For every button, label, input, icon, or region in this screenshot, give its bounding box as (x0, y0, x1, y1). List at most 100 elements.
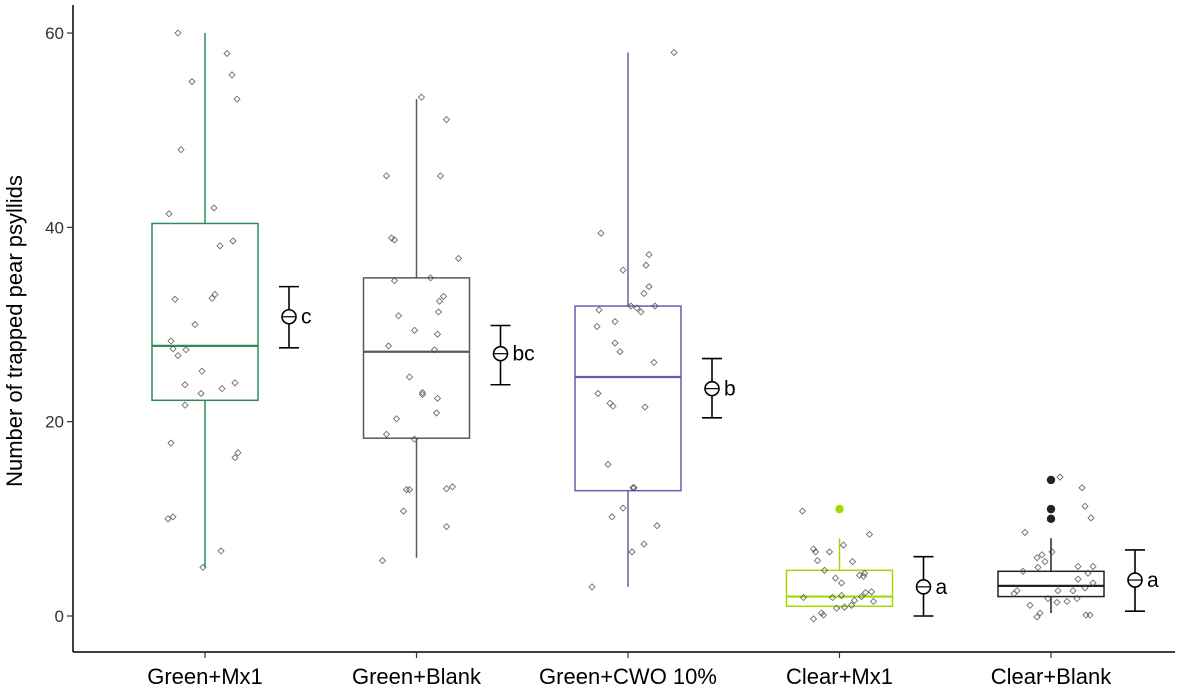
significance-letter: a (1147, 569, 1159, 592)
data-point (387, 234, 396, 242)
box-group (785, 504, 894, 610)
data-point (234, 449, 242, 457)
data-point (1089, 579, 1097, 587)
data-point (177, 145, 185, 154)
data-point (588, 583, 596, 591)
data-point (169, 345, 177, 353)
data-point (399, 507, 408, 515)
data-point (861, 589, 870, 597)
data-point (869, 597, 878, 606)
data-point (433, 394, 442, 402)
data-point (410, 326, 419, 334)
data-point (211, 290, 219, 299)
data-point (627, 302, 635, 310)
significance-letter: c (301, 306, 312, 329)
data-point (231, 453, 239, 462)
data-point (1033, 554, 1041, 562)
data-point (642, 261, 650, 269)
data-point (1019, 567, 1027, 575)
data-point (860, 569, 869, 577)
data-point (1081, 584, 1089, 592)
data-point (229, 237, 237, 245)
data-point (181, 381, 189, 389)
data-point (392, 415, 401, 423)
data-point (630, 484, 638, 492)
data-point (650, 358, 658, 367)
data-point (1053, 598, 1061, 607)
data-point (809, 615, 818, 623)
box-iqr (151, 222, 259, 402)
data-point (417, 93, 426, 101)
data-point (653, 522, 661, 530)
box-iqr (362, 277, 471, 439)
data-point (1044, 594, 1052, 603)
data-point (633, 304, 641, 312)
data-point (1034, 563, 1042, 572)
data-point (855, 571, 864, 579)
significance-letter: bc (513, 343, 535, 366)
data-point (798, 507, 807, 515)
data-point (181, 401, 189, 409)
data-point (1010, 590, 1018, 598)
data-point (169, 513, 177, 521)
data-point (608, 513, 616, 521)
data-point (378, 556, 387, 565)
data-point (593, 322, 601, 331)
box-group (574, 52, 682, 587)
data-point (629, 484, 637, 492)
data-point (390, 277, 399, 285)
data-point (1082, 611, 1090, 619)
data-point (1041, 557, 1049, 566)
point-layer (164, 29, 1097, 623)
data-point (817, 609, 826, 617)
data-point (199, 563, 207, 572)
data-point (606, 399, 614, 407)
data-point (616, 348, 624, 356)
data-point (799, 593, 808, 602)
data-point (670, 48, 678, 57)
data-point (228, 71, 236, 79)
x-tick-label: Green+CWO 10% (539, 664, 717, 689)
data-point (217, 547, 225, 555)
mean-errorbar-group: c (279, 285, 312, 349)
data-point (859, 572, 868, 580)
data-point (609, 402, 617, 410)
data-point (832, 604, 841, 612)
x-tick-label: Clear+Mx1 (786, 664, 893, 689)
data-point (837, 579, 846, 587)
data-point (847, 601, 856, 609)
box-iqr (574, 305, 682, 492)
data-point (848, 557, 857, 566)
y-tick-label: 60 (45, 24, 64, 43)
data-point (405, 486, 414, 494)
y-axis-title: Number of trapped pear psyllids (2, 175, 27, 487)
box-outlier (835, 504, 844, 514)
data-point (1013, 587, 1021, 595)
data-point (651, 302, 659, 310)
data-point (426, 274, 435, 282)
data-point (640, 289, 648, 298)
data-point (410, 435, 419, 443)
data-point (442, 522, 451, 531)
data-point (813, 556, 822, 565)
data-point (811, 548, 820, 556)
data-point (1086, 611, 1094, 619)
mean-errorbar-group: b (702, 357, 736, 419)
data-point (1054, 587, 1062, 595)
data-point (167, 337, 175, 345)
data-point (1048, 548, 1056, 556)
box-outlier (1046, 504, 1056, 514)
data-point (382, 430, 391, 438)
y-tick-label: 0 (55, 607, 64, 626)
data-point (384, 342, 393, 350)
data-point (405, 373, 414, 381)
data-point (164, 515, 172, 523)
data-point (191, 320, 199, 329)
data-point (1033, 613, 1041, 621)
y-tick-label: 40 (45, 218, 64, 237)
data-point (394, 312, 403, 320)
data-point (198, 367, 206, 375)
data-point (597, 229, 605, 237)
data-point (850, 596, 859, 605)
data-point (1036, 609, 1044, 617)
